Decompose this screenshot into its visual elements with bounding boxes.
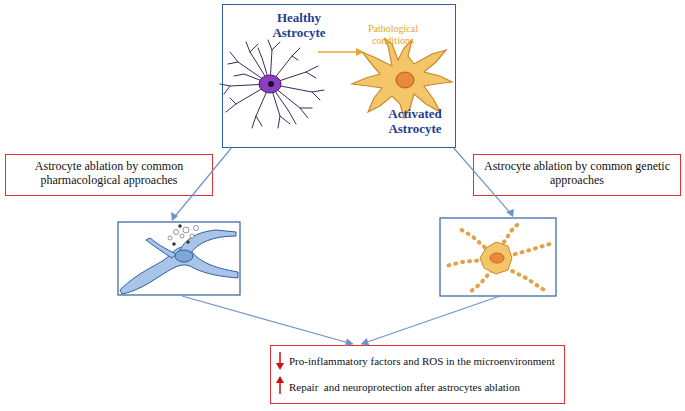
healthy-astrocyte: [220, 40, 324, 128]
node-text: Healthy Astrocyte: [259, 11, 339, 41]
node-text: Astrocyte ablation by common genetic app…: [478, 160, 676, 188]
released-particles: [168, 225, 199, 246]
pharmacology-image-frame: [118, 222, 240, 295]
approach-box: Astrocyte ablation by common pharmacolog…: [5, 154, 213, 196]
healthy-cell-body: [259, 75, 281, 93]
outcome-box: Pro-inflammatory factors and ROS in the …: [270, 345, 565, 404]
state-box: Healthy Astrocyte Pathological conditions…: [222, 4, 456, 148]
node-text: Astrocyte ablation by common pharmacolog…: [10, 160, 208, 188]
genetic-image-frame: [440, 218, 556, 296]
node-text: Activated Astrocyte: [373, 107, 457, 137]
flow-connector: [361, 148, 513, 344]
transition-arrow: [318, 51, 358, 53]
increase-arrowhead: [276, 376, 284, 383]
flow-connector: [172, 148, 353, 344]
fragmented-processes: [446, 222, 550, 292]
approach-box: Astrocyte ablation by common genetic app…: [473, 154, 681, 196]
healthy-nucleus: [268, 81, 274, 87]
node-text: Pathological conditions: [353, 23, 433, 46]
node-text: Pro-inflammatory factors and ROS in the …: [289, 355, 561, 368]
remaining-nucleus: [490, 253, 504, 263]
activated-nucleus: [396, 72, 414, 88]
decrease-arrowhead: [276, 363, 284, 370]
remaining-astrocyte: [480, 242, 512, 274]
damaged-astrocyte: [120, 230, 238, 294]
node-text: Repair and neuroprotection after astrocy…: [289, 381, 561, 394]
activated-astrocyte: [352, 38, 452, 118]
